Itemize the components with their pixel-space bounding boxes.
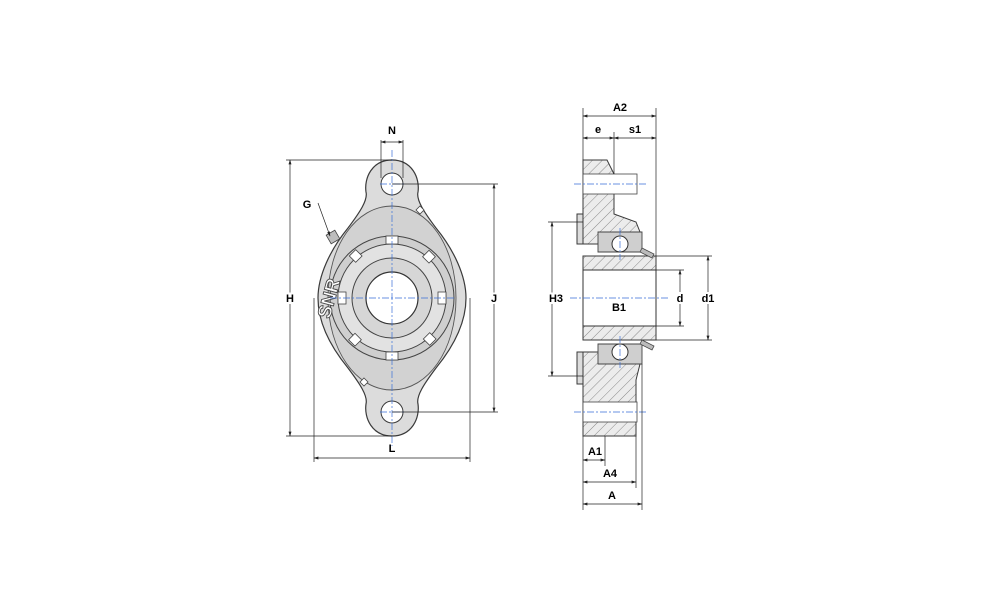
dim-label-e: e (595, 124, 601, 136)
inner-ring-bottom (582, 325, 657, 341)
dim-label-d1: d1 (702, 293, 715, 305)
diamond-marker-top (415, 205, 425, 215)
set-screw-bottom (639, 339, 655, 351)
housing-side-top (576, 213, 584, 245)
dim-label-s1: s1 (629, 124, 641, 136)
dim-label-N: N (388, 125, 396, 137)
diamond-marker-bottom (359, 377, 369, 387)
dim-label-A: A (608, 490, 616, 502)
dim-label-G: G (303, 199, 312, 211)
side-view: A2 e s1 H3 B1 d d1 A1 A4 (547, 102, 716, 510)
housing-side-bottom (576, 351, 584, 385)
set-screw-top (639, 247, 655, 259)
section-flange-top (582, 159, 641, 245)
dim-label-A4: A4 (603, 468, 618, 480)
dim-label-A2: A2 (613, 102, 627, 114)
inner-ring-top (582, 255, 657, 271)
front-view: SNR N G H J L (284, 125, 499, 462)
section-flange-bottom (582, 351, 641, 437)
dim-label-B1: B1 (612, 302, 626, 314)
dim-label-J: J (491, 293, 497, 305)
dim-label-A1: A1 (588, 446, 602, 458)
dim-label-d: d (677, 293, 684, 305)
dim-label-H: H (286, 293, 294, 305)
dim-label-L: L (389, 443, 396, 455)
dim-label-H3: H3 (549, 293, 563, 305)
